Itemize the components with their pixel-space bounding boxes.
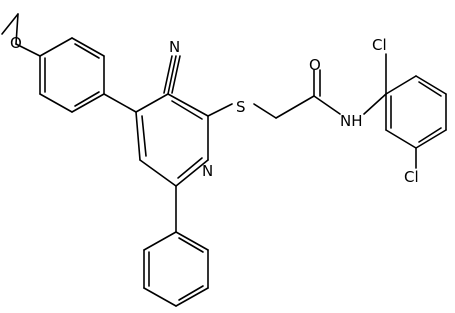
- methoxy-bonds: [1, 13, 19, 45]
- dichlorophenyl-ring: [385, 53, 447, 169]
- nitrile-bonds: [163, 55, 181, 95]
- methoxyphenyl-ring: [39, 37, 105, 113]
- nitrile-nitrogen-label: N: [169, 38, 180, 56]
- bottom-phenyl-ring: [143, 185, 209, 307]
- chlorine-bottom-label: Cl: [404, 168, 419, 186]
- sulfur-label: S: [236, 98, 246, 116]
- amide-nh-label: NH: [340, 112, 363, 130]
- pyridine-nitrogen-label: N: [202, 162, 213, 180]
- pyridine-ring: [135, 93, 209, 187]
- thioacetamide-chain: [207, 69, 387, 119]
- carbonyl-oxygen-label: O: [309, 56, 321, 74]
- aryl-link: [15, 43, 137, 113]
- methoxy-oxygen-label: O: [10, 34, 22, 52]
- chlorine-top-label: Cl: [372, 36, 387, 54]
